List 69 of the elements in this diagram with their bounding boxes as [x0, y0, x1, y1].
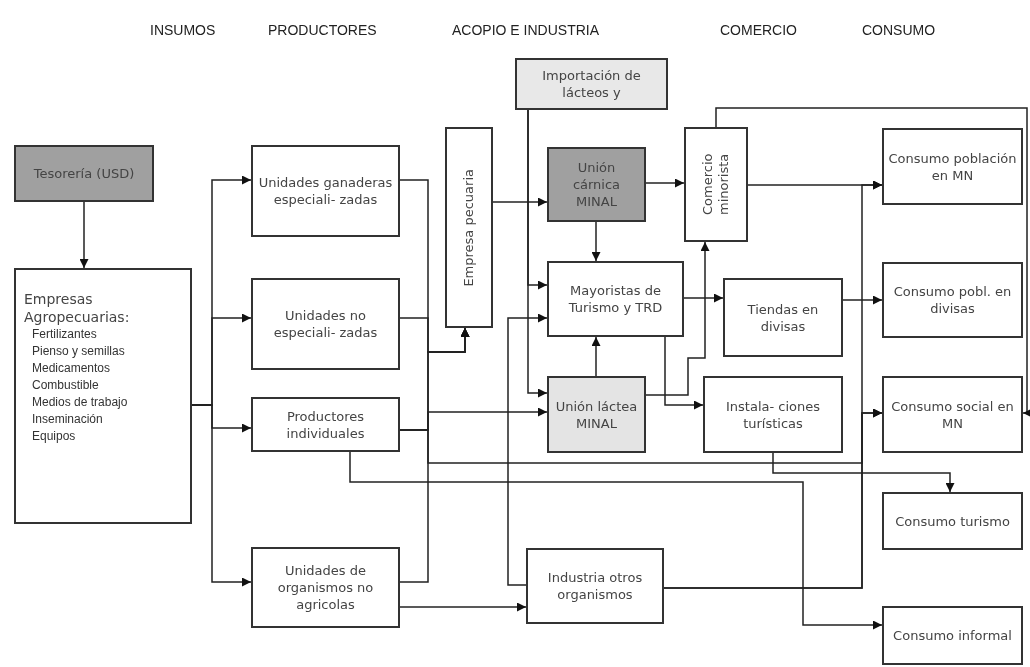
box-label: Unidades de organismos no agricolas — [276, 562, 375, 613]
process-box — [251, 397, 400, 452]
arrow — [645, 178, 685, 188]
process-box — [882, 376, 1023, 453]
box-label: Mayoristas de Turismo y TRD — [567, 282, 664, 316]
list-item: Medicamentos — [31, 360, 111, 377]
box-label: Unión cárnica MINAL — [571, 159, 622, 210]
arrow — [772, 452, 955, 493]
arrow — [349, 451, 883, 630]
process-box — [882, 606, 1023, 665]
box-label: Unión láctea MINAL — [554, 397, 639, 432]
process-box — [547, 261, 684, 337]
list-item: Equipos — [31, 428, 76, 445]
process-box — [14, 145, 154, 202]
process-box — [723, 278, 843, 357]
column-heading: INSUMOS — [150, 21, 216, 40]
box-label: Consumo pobl. en divisas — [892, 283, 1013, 317]
box-label: Productores individuales — [285, 407, 366, 442]
list-item: Medios de trabajo — [31, 394, 128, 411]
process-box — [547, 376, 646, 453]
arrow — [492, 197, 548, 207]
arrow — [664, 336, 704, 410]
box-label: Tesorería (USD) — [33, 165, 135, 182]
process-box — [515, 58, 668, 110]
process-box — [251, 278, 400, 370]
arrow — [715, 107, 1030, 418]
column-heading: CONSUMO — [862, 21, 936, 40]
process-box — [882, 262, 1023, 338]
box-label: Empresa pecuaria — [461, 168, 477, 287]
process-box — [882, 128, 1023, 205]
box-label: Consumo turismo — [895, 512, 1010, 530]
box-label: Consumo informal — [893, 627, 1012, 644]
arrow — [399, 408, 883, 464]
box-label: Unidades ganaderas especiali- zadas — [257, 174, 394, 208]
arrow — [399, 327, 470, 583]
box-label: Importación de lácteos y — [541, 67, 642, 101]
process-box — [526, 548, 664, 624]
process-box — [684, 127, 748, 242]
list-item: Inseminación — [31, 411, 103, 428]
process-box — [251, 145, 400, 237]
process-box — [14, 268, 192, 524]
column-heading: PRODUCTORES — [268, 21, 377, 40]
column-heading: COMERCIO — [720, 21, 797, 40]
process-box — [445, 127, 493, 328]
list-item: Combustible — [31, 377, 99, 394]
box-label: Unidades no especiali- zadas — [272, 307, 379, 341]
arrow — [591, 221, 601, 262]
column-heading: ACOPIO E INDUSTRIA — [452, 21, 600, 40]
list-item: Pienso y semillas — [31, 343, 125, 360]
arrow — [527, 109, 548, 398]
process-box — [251, 547, 400, 628]
box-label: Empresas Agropecuarias: — [24, 290, 131, 326]
arrow — [399, 602, 527, 612]
box-label: Comercio minorista — [700, 152, 732, 218]
box-label: Industria otros organismos — [546, 569, 644, 603]
box-label: Instala- ciones turísticas — [724, 397, 821, 432]
box-label: Consumo población en MN — [888, 149, 1017, 184]
arrow — [842, 295, 883, 305]
process-box — [703, 376, 843, 453]
box-label: Tiendas en divisas — [746, 300, 820, 335]
arrow — [79, 201, 89, 269]
arrow — [507, 313, 548, 586]
box-label: Consumo social en MN — [890, 397, 1015, 432]
list-item: Fertilizantes — [31, 326, 97, 343]
process-box — [547, 147, 646, 222]
arrow — [591, 336, 601, 377]
process-box — [882, 492, 1023, 550]
arrow — [645, 241, 710, 396]
arrow — [683, 293, 724, 303]
